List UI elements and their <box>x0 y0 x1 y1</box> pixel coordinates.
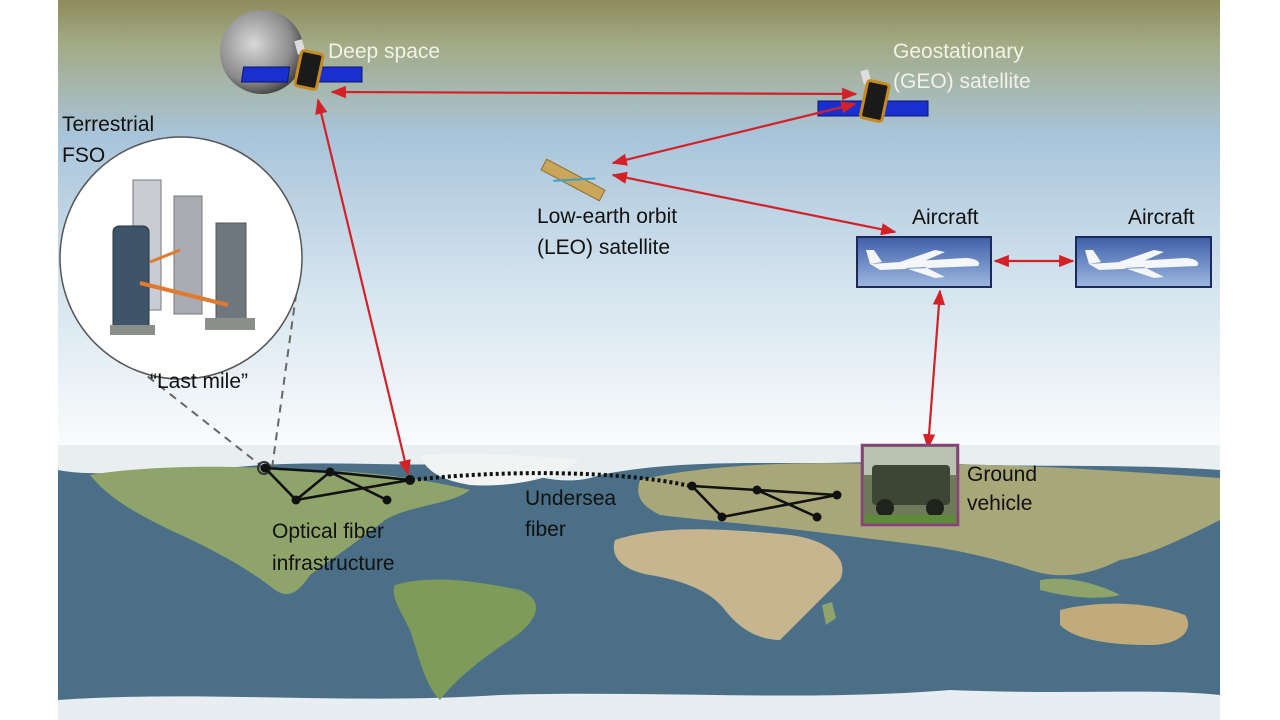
leo-satellite-icon <box>540 158 606 202</box>
optical-fiber-label-line1: Optical fiber <box>272 520 384 543</box>
aircraft-1-image <box>856 236 992 288</box>
aircraft-2-label: Aircraft <box>1128 206 1195 229</box>
geo-satellite-icon <box>817 69 929 123</box>
ground-vehicle-image <box>860 443 960 527</box>
undersea-label-line1: Undersea <box>525 487 616 510</box>
undersea-label-line2: fiber <box>525 518 566 541</box>
geo-label-line1: Geostationary <box>893 40 1024 63</box>
fso-links <box>315 85 1075 476</box>
deep-space-satellite-icon <box>240 39 363 91</box>
geo-label-line2: (GEO) satellite <box>893 70 1031 93</box>
last-mile-label: “Last mile” <box>150 370 248 393</box>
undersea-fiber-link <box>411 471 691 488</box>
link-geo-leo <box>611 101 857 166</box>
link-aircraft-vehicle <box>922 289 946 450</box>
link-deep-space-ground <box>315 98 411 476</box>
world-map <box>58 445 1220 720</box>
terrestrial-label-line2: FSO <box>62 144 105 167</box>
terrestrial-label-line1: Terrestrial <box>62 113 154 136</box>
buildings-image <box>110 179 255 335</box>
optical-fiber-label-line2: infrastructure <box>272 552 395 575</box>
ground-vehicle-label-line2: vehicle <box>967 492 1032 515</box>
ground-vehicle-label-line1: Ground <box>967 463 1037 486</box>
deep-space-label: Deep space <box>328 40 440 63</box>
leo-label-line2: (LEO) satellite <box>537 236 670 259</box>
europe-fiber-network <box>687 481 842 522</box>
aircraft-1-label: Aircraft <box>912 206 979 229</box>
leo-label-line1: Low-earth orbit <box>537 205 677 228</box>
optical-fiber-network <box>260 463 415 505</box>
aircraft-2-image <box>1075 236 1212 288</box>
link-aircraft-leo <box>611 171 897 236</box>
link-deep-space-geo <box>330 85 858 101</box>
